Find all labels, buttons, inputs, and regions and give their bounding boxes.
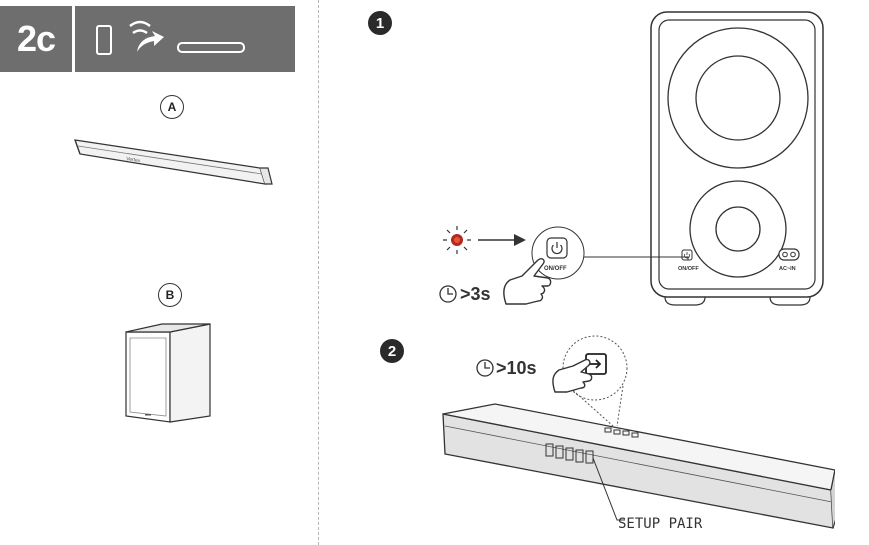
wireless-icon [129,20,164,52]
step-icons-bar [75,6,295,72]
step-2-number: 2 [380,339,404,363]
pointing-hand-icon [503,258,552,305]
soundbar-icon [177,42,245,53]
woofer-large [667,27,809,169]
subwoofer-device-b [125,323,211,423]
woofer-small [689,180,787,278]
panel-onoff-label: ON/OFF [678,266,699,272]
step-1-timer: >3s [460,284,491,304]
panel-ac-label: AC~IN [779,266,796,272]
step-1-illustration: ON/OFF [443,226,689,305]
power-button-icon [546,237,568,259]
arrow-right-icon [478,234,526,246]
setup-pair-annotation: SETUP PAIR [618,516,703,532]
clock-icon [439,285,457,303]
device-b-label: B [158,283,182,307]
step-2-soundbar [442,335,835,529]
display-digits [545,443,594,464]
step-2-timer: >10s [496,358,537,378]
device-a-label: A [160,95,184,119]
top-buttons [604,427,639,438]
soundbar-brand-a: Vertex [126,156,141,164]
clock-icon-2 [476,359,494,377]
step-badge: 2c [0,6,72,72]
led-blink-icon [443,226,471,254]
phone-icon [96,25,112,55]
soundbar-device-a: Vertex [74,139,273,185]
callout-onoff-label: ON/OFF [544,266,567,272]
subwoofer-rear-panel: ON/OFF AC~IN [650,11,824,306]
panel-divider [318,0,319,545]
pointing-hand-icon-2 [552,358,593,393]
left-panel: 2c A Vertex B [0,0,318,545]
step-1-number: 1 [368,11,392,35]
ac-in-socket [778,248,800,261]
